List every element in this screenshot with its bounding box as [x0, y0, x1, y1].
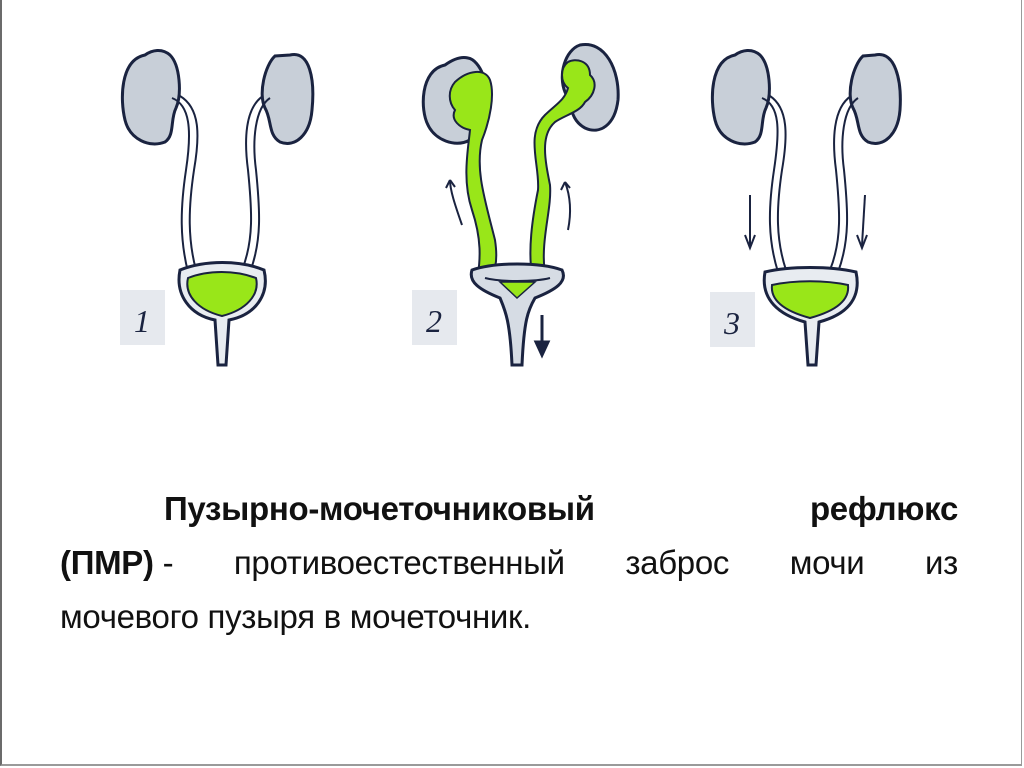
figure-label: 1 [134, 303, 150, 339]
urinary-system-illustration: 1 [120, 49, 315, 367]
figure-label-box [120, 290, 165, 345]
caption-line-2: (ПМР) - противоестественный заброс мочи … [60, 544, 958, 581]
caption-line-1: Пузырно-мочеточниковый рефлюкс [60, 482, 958, 536]
urinary-system-reflux-illustration: 2 [412, 43, 620, 367]
figure-label-box [412, 290, 457, 345]
term-bold: Пузырно-мочеточниковый [164, 490, 595, 527]
figure-label: 2 [426, 303, 442, 339]
urinary-system-illustration: 3 [710, 49, 902, 367]
definition-text: Пузырно-мочеточниковый рефлюкс (ПМР) - п… [60, 482, 958, 644]
caption-line-3: мочевого пузыря в мочеточник. [60, 598, 532, 635]
diagram-normal-filling: 1 [100, 20, 360, 370]
abbreviation: (ПМР) [60, 544, 154, 581]
term-bold-2: рефлюкс [809, 490, 958, 527]
figure-label: 3 [723, 305, 740, 341]
arrow-down-icon [533, 315, 551, 359]
figure-label-box [710, 292, 755, 347]
diagram-reflux: 2 [400, 20, 660, 370]
diagram-ureteral-flow: 3 [690, 20, 950, 370]
